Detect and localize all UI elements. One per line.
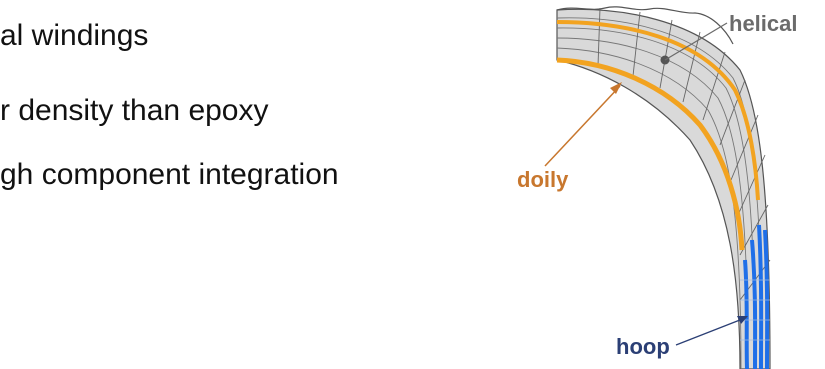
hoop-arrowhead <box>737 316 748 324</box>
bullet-item: al windings <box>0 19 149 52</box>
hoop-stripe-grid <box>740 279 770 341</box>
winding-cross-section-diagram <box>544 6 771 369</box>
bullet-item: gh component integration <box>0 158 339 191</box>
doily-band <box>556 20 760 201</box>
hoop-pointer-line <box>675 317 746 346</box>
hoop-label: hoop <box>616 334 670 359</box>
bullet-list: al windings r density than epoxy gh comp… <box>0 0 500 260</box>
bullet-item: r density than epoxy <box>0 94 269 127</box>
helical-crest <box>556 6 734 45</box>
helical-pointer-line <box>664 22 728 61</box>
doily-pointer-line <box>544 85 621 167</box>
doily-label: doily <box>517 167 569 192</box>
doily-band <box>556 57 745 251</box>
winding-layers <box>556 8 771 369</box>
doily-arrowhead <box>610 82 622 94</box>
helical-label: helical <box>729 11 798 36</box>
segment-dividers <box>597 7 771 301</box>
